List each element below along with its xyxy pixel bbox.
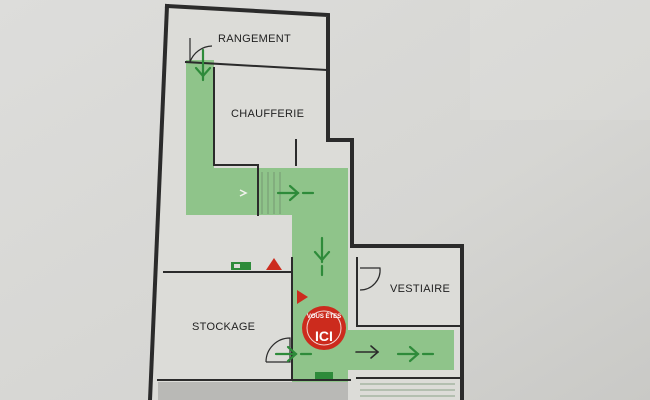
arrow-down-icon bbox=[313, 236, 331, 277]
you-are-here-main-text: ICI bbox=[315, 328, 333, 344]
you-are-here-badge: VOUS ÊTES ICI bbox=[302, 306, 346, 350]
room-label-rangement: RANGEMENT bbox=[218, 33, 291, 45]
exit-sign-icon bbox=[231, 262, 251, 270]
stairs-bottom-block bbox=[158, 382, 348, 400]
arrow-right-icon bbox=[276, 184, 315, 202]
room-label-chaufferie: CHAUFFERIE bbox=[231, 108, 304, 120]
room-label-vestiaire: VESTIAIRE bbox=[390, 283, 450, 295]
walls bbox=[147, 3, 464, 400]
arrow-right-icon bbox=[274, 345, 313, 363]
light-glare bbox=[470, 0, 650, 120]
fire-equipment-triangle-icon bbox=[297, 290, 308, 304]
room-label-stockage: STOCKAGE bbox=[192, 321, 255, 333]
exit-sign-icon bbox=[315, 372, 333, 379]
arrow-down-icon bbox=[194, 48, 212, 82]
door-swings bbox=[189, 38, 381, 363]
arrow-right-outline-icon bbox=[355, 345, 380, 359]
stairs-lower bbox=[360, 383, 455, 397]
you-are-here-arc-text: VOUS ÊTES bbox=[307, 312, 341, 320]
arrow-right-icon bbox=[396, 345, 435, 363]
warning-triangle-icon bbox=[266, 258, 282, 270]
escape-route bbox=[186, 60, 454, 385]
small-arrow-icon bbox=[239, 189, 248, 197]
